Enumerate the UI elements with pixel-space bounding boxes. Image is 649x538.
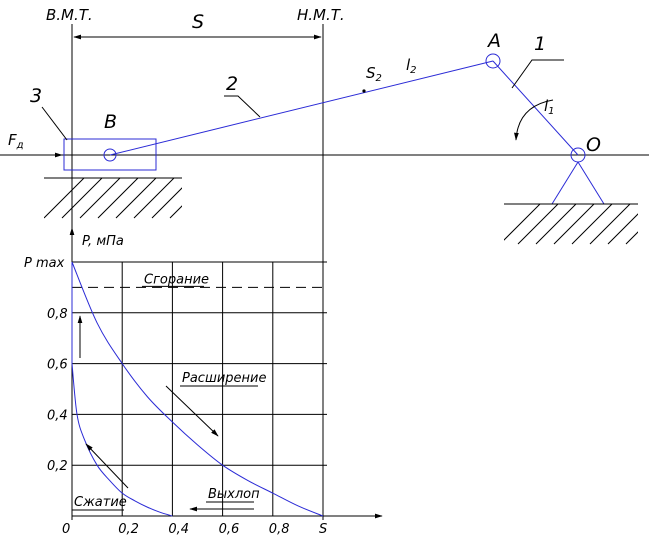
- crank: [492, 60, 579, 156]
- y-tick-label: 0,2: [47, 459, 68, 474]
- chart-grid: [72, 261, 327, 516]
- connecting-rod: [109, 60, 494, 156]
- support-ground-hatch: [504, 204, 638, 245]
- y-tick-label: 0,8: [47, 307, 68, 322]
- force-label: Fд: [8, 131, 24, 151]
- compression-arrow: [85, 443, 129, 489]
- bdc-label: Н.М.Т.: [297, 6, 345, 24]
- link-2-label: 2: [226, 73, 238, 95]
- tdc-label: В.М.Т.: [46, 6, 93, 24]
- rotation-arrow: [514, 99, 554, 141]
- joint-b: [103, 148, 117, 162]
- y-tick-label: P max: [24, 256, 65, 271]
- point-b-label: B: [104, 111, 117, 133]
- link-1-leader: [511, 59, 564, 89]
- x-tick-label: 0,4: [168, 522, 189, 537]
- mechanism: S В.М.Т. Н.М.Т. B Fд 3 S2 l2 2 A O l1: [0, 6, 649, 520]
- x-tick-label: 0: [62, 522, 70, 537]
- x-tick-label: 0,2: [118, 522, 139, 537]
- link-3-leader: [41, 106, 68, 141]
- center-of-mass-s2: [362, 89, 366, 93]
- link-3-label: 3: [30, 85, 42, 107]
- series-curve: [71, 261, 324, 517]
- l2-label: l2: [406, 56, 417, 76]
- s2-label: S2: [366, 64, 382, 84]
- l1-label: l1: [544, 97, 555, 117]
- exhaust-label: Выхлоп: [208, 487, 260, 502]
- joint-a: [485, 53, 501, 69]
- slider-ground-hatch: [44, 178, 182, 219]
- link-1-label: 1: [534, 33, 546, 55]
- point-o-label: O: [586, 134, 601, 156]
- link-2-leader: [224, 95, 261, 118]
- combustion-label: Сгорание: [144, 272, 209, 287]
- stroke-label: S: [192, 11, 204, 33]
- slider-block: [63, 138, 157, 171]
- support-legs: [551, 161, 605, 205]
- expansion-arrow: [165, 385, 219, 437]
- x-tick-label: 0,8: [269, 522, 290, 537]
- x-tick-label: S: [319, 522, 327, 537]
- series-curve: [71, 363, 173, 517]
- x-tick-label: 0,6: [219, 522, 240, 537]
- y-axis-label: P, мПа: [82, 234, 124, 249]
- chart-series: [71, 261, 324, 517]
- y-tick-label: 0,6: [47, 358, 68, 373]
- expansion-label: Расширение: [182, 371, 267, 386]
- compression-label: Сжатие: [74, 495, 127, 510]
- y-tick-label: 0,4: [47, 408, 68, 423]
- point-a-label: A: [486, 30, 501, 52]
